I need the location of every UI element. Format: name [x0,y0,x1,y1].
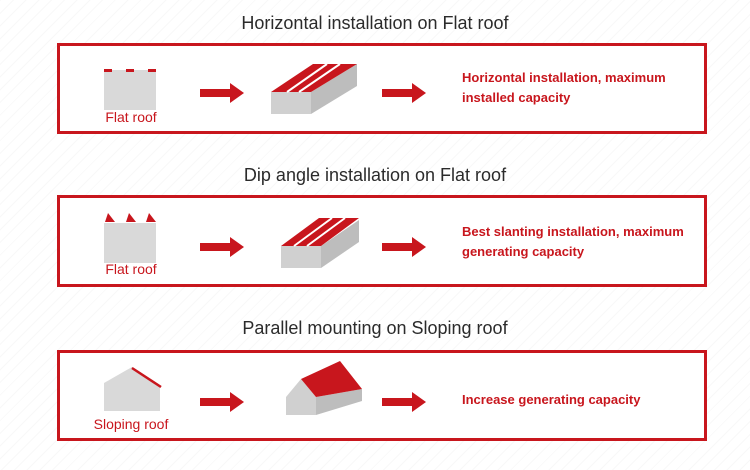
horizontal-panels-building-icon [265,56,361,118]
panel-parallel: Sloping roof Increase generating capacit… [57,350,707,441]
sloped-panel-house-icon [282,355,366,417]
sloping-roof-icon [100,361,166,413]
flat-roof-tilted-icon [100,208,162,266]
roof-caption: Flat roof [105,261,157,277]
description-text: Horizontal installation, maximum install… [462,70,666,105]
arrow-right-icon [382,236,428,263]
arrow-right-icon [200,391,246,418]
arrow-right-icon [382,82,428,109]
panel-horizontal: Flat roof Horizontal installation, maxim… [57,43,707,134]
section-title-horizontal: Horizontal installation on Flat roof [241,13,509,33]
arrow-right-icon [200,82,246,109]
description-text: Best slanting installation, maximum gene… [462,224,684,259]
description-text: Increase generating capacity [462,392,641,407]
tilted-panels-building-icon [275,210,371,272]
arrow-right-icon [382,391,428,418]
panel-dip-angle: Flat roof Best slanting installation, ma… [57,195,707,287]
section-title-parallel: Parallel mounting on Sloping roof [242,318,508,338]
section-title-dip-angle: Dip angle installation on Flat roof [243,165,507,185]
flat-roof-icon [100,66,162,112]
arrow-right-icon [200,236,246,263]
roof-caption: Flat roof [105,109,157,125]
roof-caption: Sloping roof [93,416,169,432]
